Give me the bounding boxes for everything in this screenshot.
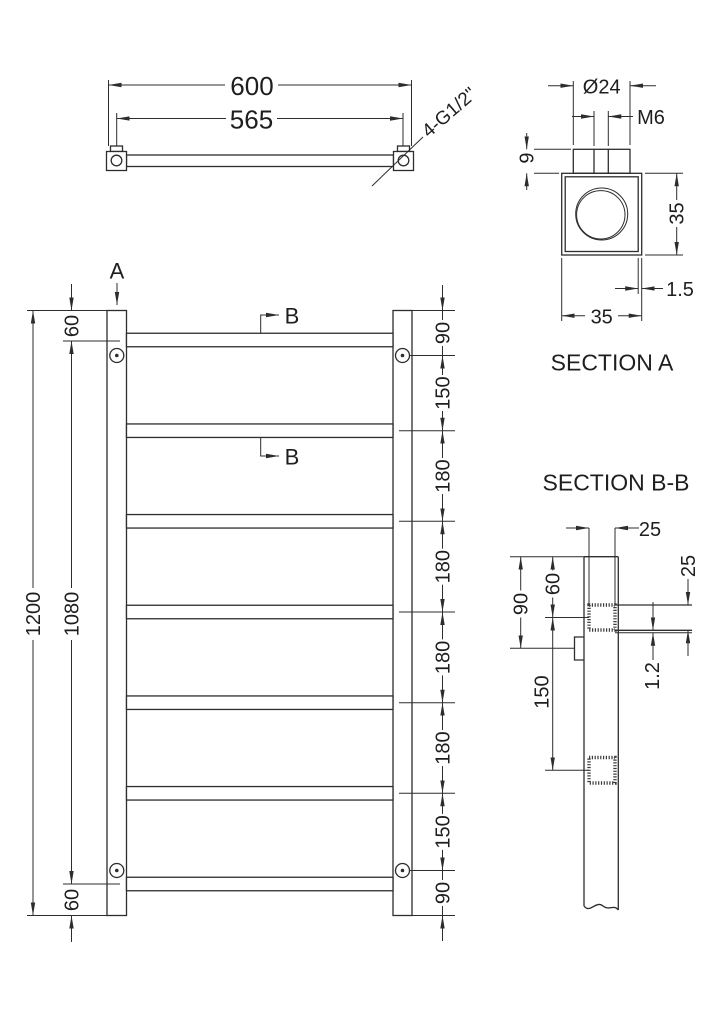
- bore-circle: [575, 187, 629, 241]
- cut-a-label: A: [110, 259, 125, 284]
- dim-150-label: 150: [532, 675, 554, 708]
- front-view: A B B 1200 1080 60 60: [23, 259, 455, 942]
- cut-b-mid-label: B: [285, 445, 300, 470]
- section-bb: SECTION B-B 25 25 1.2 90: [510, 470, 700, 911]
- dim-25-right-label: 25: [678, 555, 700, 577]
- label-backing: [670, 200, 684, 227]
- boss-outline: [572, 148, 631, 174]
- dim-dia24-label: Ø24: [583, 77, 621, 99]
- leader-line: [371, 136, 424, 187]
- chain-dim-label: 90: [433, 322, 455, 344]
- label-backing: [64, 312, 79, 340]
- dim-35-bottom-label: 35: [591, 307, 613, 329]
- dim-1200-label: 1200: [23, 592, 45, 637]
- rail-bar: [125, 154, 395, 168]
- right-mount-hole: [397, 154, 410, 167]
- left-bracket-tab: [109, 145, 124, 153]
- cut-b-mid-arrow: [260, 437, 279, 459]
- label-backing: [545, 570, 560, 598]
- dim-60-top-label: 60: [62, 315, 84, 337]
- dim-m6-label: M6: [637, 107, 665, 129]
- dim-1080-label: 1080: [62, 592, 84, 637]
- section-bb-title: SECTION B-B: [543, 470, 690, 496]
- post-section-outer: [561, 172, 643, 256]
- label-backing: [435, 320, 450, 346]
- label-backing: [64, 588, 79, 640]
- label-backing: [435, 639, 450, 676]
- dim-35-right-label: 35: [667, 202, 689, 224]
- label-backing: [435, 458, 450, 494]
- dim-9-label: 9: [517, 152, 539, 163]
- label-backing: [520, 150, 534, 166]
- chain-dim-label: 180: [433, 641, 455, 674]
- screw-center-dot: [115, 353, 119, 358]
- chain-dim-label: 180: [433, 550, 455, 583]
- dim-60-label: 60: [543, 573, 565, 595]
- bar-3: [125, 513, 394, 529]
- right-bracket-tab: [396, 145, 411, 153]
- left-post: [106, 309, 128, 917]
- bore-circle-inner: [576, 190, 626, 240]
- right-post: [392, 309, 413, 917]
- label-backing: [513, 590, 528, 618]
- dim-565-label: 565: [230, 105, 273, 135]
- bar-7: [125, 876, 394, 892]
- screw-center-dot: [115, 868, 119, 873]
- label-backing: [435, 375, 450, 411]
- post-section-inner: [564, 176, 639, 253]
- label-backing: [435, 880, 450, 906]
- chain-dim-label: 180: [433, 731, 455, 764]
- dim-90-label: 90: [511, 593, 533, 615]
- wall-bracket-bump: [573, 636, 584, 661]
- section-a-title: SECTION A: [551, 350, 674, 376]
- thread-note-label: 4-G1/2": [418, 84, 481, 142]
- left-mount-hole: [110, 154, 123, 167]
- chain-dim-label: 150: [433, 376, 455, 409]
- chain-dim-label: 90: [433, 882, 455, 904]
- section-a: Ø24 M6 9 35 1.5 35 SECTION A: [517, 77, 694, 376]
- label-backing: [26, 588, 40, 640]
- bar-section-top: [587, 603, 617, 632]
- bar-5: [125, 695, 394, 711]
- dim-1p5-label: 1.5: [666, 279, 694, 301]
- dim-25-top-label: 25: [639, 519, 661, 541]
- bar-section-lower: [587, 755, 617, 785]
- top-view: 600 565 4-G1/2": [105, 71, 481, 187]
- bar-4: [125, 604, 394, 620]
- cut-b-top-arrow: [260, 312, 279, 333]
- label-backing: [435, 548, 450, 585]
- screw-center-dot: [400, 353, 405, 358]
- bar-2: [125, 423, 394, 439]
- screw-center-dot: [400, 868, 405, 873]
- bar-1: [125, 332, 394, 348]
- label-backing: [435, 730, 450, 766]
- break-line: [583, 903, 619, 911]
- dim-600-label: 600: [230, 71, 273, 101]
- dim-60-bottom-label: 60: [62, 889, 84, 911]
- label-backing: [64, 886, 79, 914]
- cut-b-top-label: B: [285, 304, 300, 329]
- chain-dim-label: 180: [433, 459, 455, 492]
- bar-6: [125, 785, 394, 801]
- chain-dim-label: 150: [433, 815, 455, 848]
- label-backing: [435, 813, 450, 850]
- dim-1p2-label: 1.2: [642, 662, 664, 690]
